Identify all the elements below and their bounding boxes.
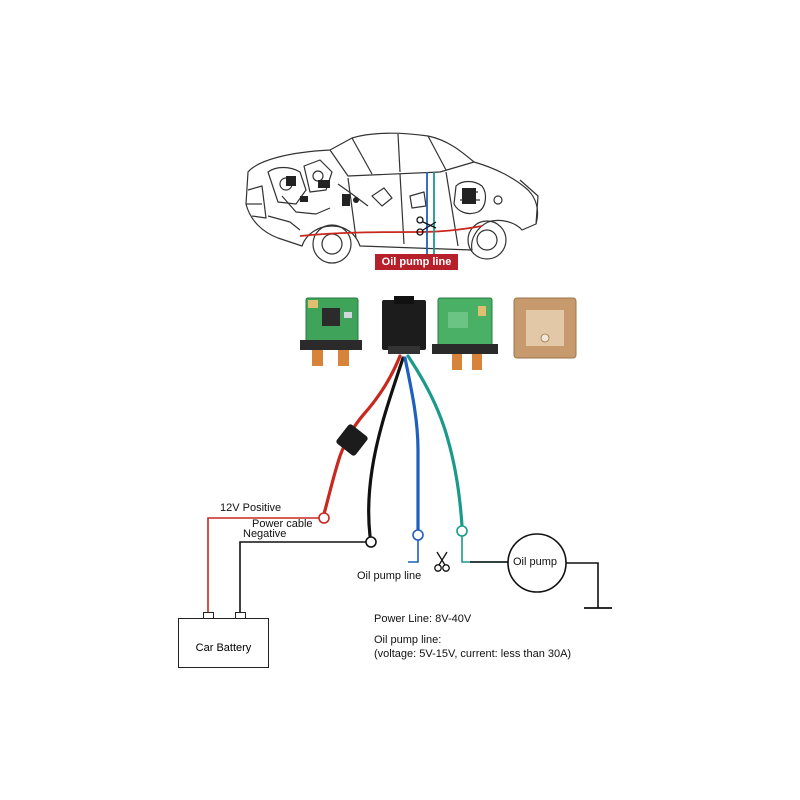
car-battery-box: Car Battery [178, 618, 269, 668]
line-negative-to-battery [239, 541, 366, 612]
wire-green-oil-pump [406, 354, 464, 528]
car-illustration [245, 132, 539, 264]
relay-device-center [382, 296, 426, 354]
spec-power-line: Power Line: 8V-40V [374, 613, 472, 625]
wire-blue-oil-pump [403, 356, 420, 532]
relay-device-right [432, 297, 498, 370]
label-negative: Negative [243, 528, 287, 540]
battery-terminal-positive [203, 612, 214, 619]
relay-device-left [300, 297, 362, 366]
label-oil-pump-line: Oil pump line [357, 570, 422, 582]
line-blue-down [408, 540, 419, 563]
scissors-icon [434, 551, 450, 572]
label-power-cable: Power cable [252, 518, 313, 530]
battery-terminal-negative [235, 612, 246, 619]
ring-terminal-negative [365, 536, 377, 548]
oil-pump-line-tag: Oil pump line [375, 254, 458, 270]
label-oil-pump: Oil pump [513, 556, 558, 568]
ring-terminal-positive [318, 512, 330, 524]
wire-black-negative [367, 356, 405, 538]
line-green-to-pump [461, 536, 508, 563]
inline-fuse-icon [336, 424, 368, 456]
spec-oil-line-title: Oil pump line: [374, 634, 442, 646]
car-scissors-icon [416, 216, 437, 236]
spec-oil-line-detail: (voltage: 5V-15V, current: less than 30A… [374, 648, 572, 660]
line-pump-to-ground [566, 562, 599, 608]
ring-terminal-green [456, 525, 468, 537]
car-fuel-line [299, 225, 483, 237]
car-detail-dark [286, 176, 476, 206]
gps-antenna-device [513, 297, 577, 359]
label-12v-positive: 12V Positive [220, 502, 282, 514]
ring-terminal-blue [412, 529, 424, 541]
ring-terminals [318, 512, 468, 548]
line-positive-to-battery [207, 517, 319, 612]
car-battery-label: Car Battery [195, 642, 252, 654]
